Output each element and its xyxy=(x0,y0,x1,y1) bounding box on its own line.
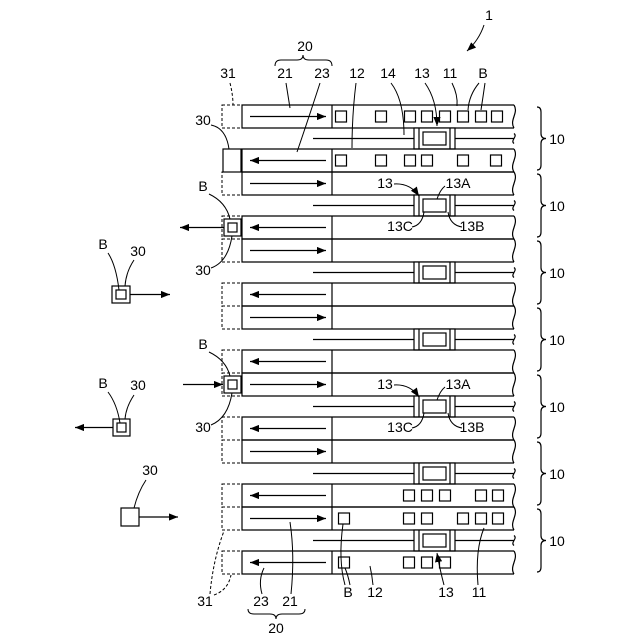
shuttle-label-unit-5: 13 xyxy=(377,376,393,392)
article-box xyxy=(493,490,504,501)
storage-unit-label-2: 10 xyxy=(549,198,565,214)
shuttle xyxy=(414,128,455,149)
storage-rack-label-top: 12 xyxy=(349,65,365,81)
article-box xyxy=(458,111,469,122)
article-label-free-2: B xyxy=(98,375,107,391)
shuttle-platform xyxy=(423,333,446,346)
figure-number-label: 1 xyxy=(485,7,493,23)
shuttle xyxy=(414,463,455,484)
shuttle-platform xyxy=(423,266,446,279)
storage-unit-label-6: 10 xyxy=(549,466,565,482)
shuttle-label-bottom: 13 xyxy=(438,584,454,600)
article-box xyxy=(458,155,469,166)
shuttle-part-b-label-unit-5: 13B xyxy=(460,419,485,435)
article-box xyxy=(405,155,416,166)
standby-area-label-bottom: 31 xyxy=(197,593,213,609)
conveyor-unit-label-bottom: 20 xyxy=(268,620,284,636)
transfer-device-label-1: 30 xyxy=(195,112,211,128)
standby-area-label-top: 31 xyxy=(220,65,236,81)
outgoing-conveyor-label-bottom: 21 xyxy=(282,593,298,609)
shuttle xyxy=(414,329,455,350)
shuttle-platform xyxy=(423,199,446,212)
article-box xyxy=(476,111,487,122)
article-box xyxy=(116,290,126,299)
article-label-top: B xyxy=(478,65,487,81)
shuttle xyxy=(414,262,455,283)
article-box xyxy=(493,513,504,524)
article-box xyxy=(440,557,451,568)
article-box xyxy=(405,111,416,122)
article-box xyxy=(440,490,451,501)
article-box xyxy=(458,513,469,524)
article-box xyxy=(422,111,433,122)
storage-unit-label-3: 10 xyxy=(549,265,565,281)
shuttle xyxy=(414,396,455,417)
transfer-device-label-3: 30 xyxy=(195,419,211,435)
transfer-device-label-free-3: 30 xyxy=(142,462,158,478)
shuttle-platform xyxy=(423,467,446,480)
shuttle-part-a-label-unit-5: 13A xyxy=(446,376,472,392)
shuttle-part-c-label-unit-5: 13C xyxy=(387,419,413,435)
incoming-conveyor-label-bottom: 23 xyxy=(253,593,269,609)
transfer-device-box xyxy=(121,508,139,526)
shuttle xyxy=(414,195,455,216)
transfer-device-label-free-1: 30 xyxy=(130,243,146,259)
article-box xyxy=(404,490,415,501)
article-box xyxy=(376,155,387,166)
article-box xyxy=(336,155,347,166)
shuttle-part-b-label-unit-2: 13B xyxy=(460,218,485,234)
shuttle-label-top: 13 xyxy=(414,65,430,81)
transfer-device-empty-slot xyxy=(223,149,241,172)
article-box xyxy=(228,223,237,232)
article-box xyxy=(404,557,415,568)
transfer-device-box xyxy=(223,149,241,172)
article-box xyxy=(117,423,126,432)
transfer-device-label-free-2: 30 xyxy=(130,377,146,393)
shuttle-platform xyxy=(423,534,446,547)
article-box xyxy=(422,513,433,524)
article-box xyxy=(422,557,433,568)
article-box xyxy=(476,513,487,524)
shuttle-platform xyxy=(423,400,446,413)
article-box xyxy=(491,155,502,166)
article-box xyxy=(422,155,433,166)
shuttle-part-c-label-unit-2: 13C xyxy=(387,218,413,234)
article-box xyxy=(376,111,387,122)
article-box xyxy=(492,111,503,122)
storage-unit-label-5: 10 xyxy=(549,399,565,415)
article-box xyxy=(336,111,347,122)
article-box xyxy=(404,513,415,524)
article-box xyxy=(228,380,237,389)
storage-rack-label-bottom: 12 xyxy=(367,584,383,600)
article-box xyxy=(476,490,487,501)
article-box xyxy=(440,111,451,122)
article-label-bottom: B xyxy=(343,584,352,600)
shuttle xyxy=(414,530,455,551)
storage-unit-label-4: 10 xyxy=(549,332,565,348)
shelf-label-top: 11 xyxy=(443,65,458,81)
article-label-free-1: B xyxy=(98,236,107,252)
conveyor-unit-label-top: 20 xyxy=(297,38,313,54)
article-box xyxy=(422,490,433,501)
shelf-label-bottom: 11 xyxy=(472,584,487,600)
shuttle-part-a-label-unit-2: 13A xyxy=(446,175,472,191)
shuttle-label-unit-2: 13 xyxy=(377,175,393,191)
rail-label: 14 xyxy=(380,65,396,81)
incoming-conveyor-label-top: 23 xyxy=(314,65,330,81)
article-label-left-1: B xyxy=(198,178,207,194)
article-box xyxy=(339,513,350,524)
article-box xyxy=(339,557,350,568)
outgoing-conveyor-label-top: 21 xyxy=(277,65,293,81)
shuttle-platform xyxy=(423,132,446,145)
article-label-left-2: B xyxy=(198,336,207,352)
storage-unit-label-7: 10 xyxy=(549,533,565,549)
storage-unit-label-1: 10 xyxy=(549,131,565,147)
transfer-device-label-2: 30 xyxy=(195,262,211,278)
